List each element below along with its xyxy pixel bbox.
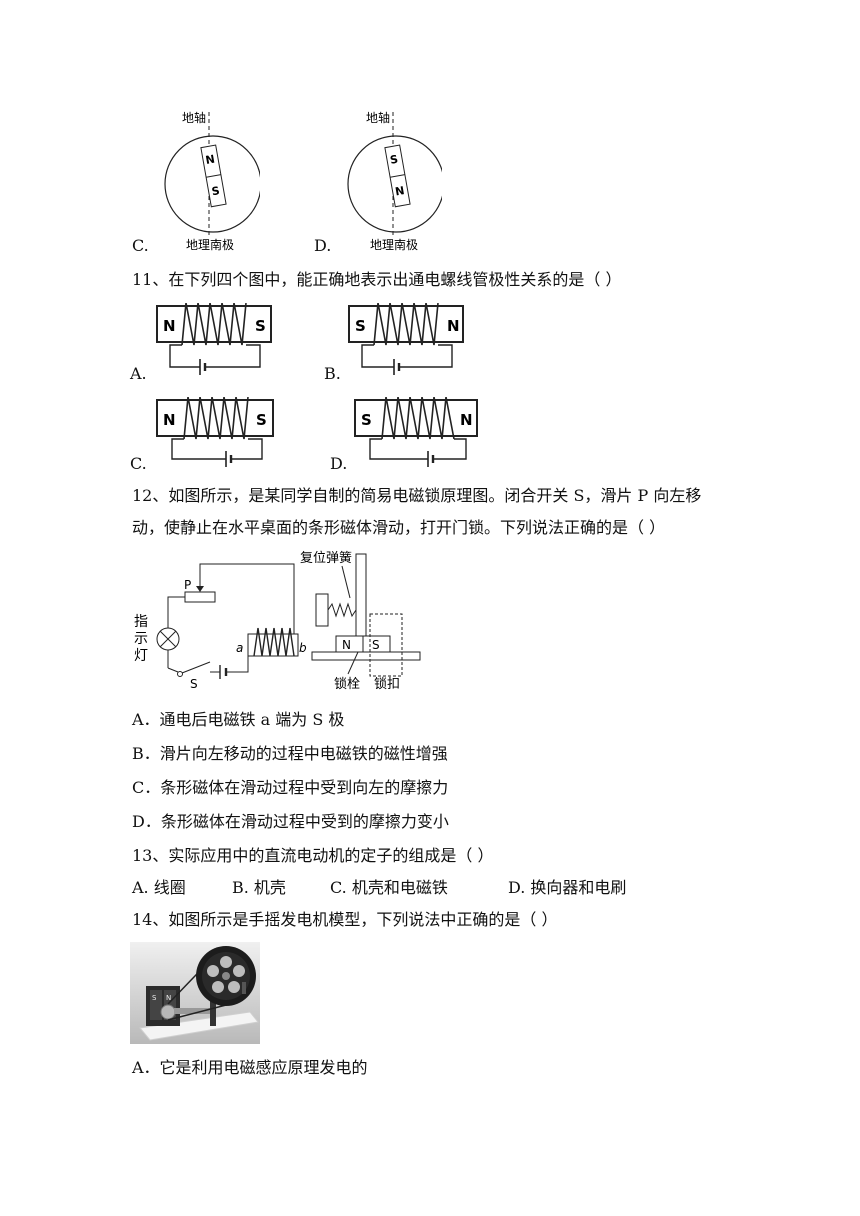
needle-bottom-label: S — [211, 184, 221, 198]
q12-option-a: A．通电后电磁铁 a 端为 S 极 — [132, 710, 345, 729]
svg-text:S: S — [355, 317, 366, 335]
svg-text:b: b — [299, 641, 307, 655]
svg-text:灯: 灯 — [134, 648, 148, 664]
svg-text:复位弹簧: 复位弹簧 — [300, 550, 352, 566]
svg-text:N: N — [460, 411, 473, 429]
svg-text:N: N — [342, 638, 351, 652]
svg-text:P: P — [184, 578, 191, 592]
q13-stem: 13、实际应用中的直流电动机的定子的组成是（ ） — [132, 846, 494, 865]
q11-figure-c: N S — [156, 397, 274, 467]
q10-option-d-label: D. — [314, 236, 332, 255]
svg-text:N: N — [447, 317, 460, 335]
hand-generator-photo: S N — [130, 942, 260, 1044]
needle-top-label: N — [205, 153, 216, 167]
q10-figure-c: 地轴 N S 地理南极 — [164, 110, 260, 252]
q12-option-b: B．滑片向左移动的过程中电磁铁的磁性增强 — [132, 744, 448, 763]
q10-option-c-label: C. — [132, 236, 149, 255]
magnet-s-label: S — [152, 994, 157, 1002]
south-pole-label: 地理南极 — [186, 237, 234, 252]
q11-option-d-label: D. — [330, 454, 348, 473]
q13-option-c: C. 机壳和电磁铁 — [330, 878, 448, 897]
q12-stem-line-1: 12、如图所示，是某同学自制的简易电磁锁原理图。闭合开关 S，滑片 P 向左移 — [132, 486, 702, 505]
svg-text:指: 指 — [134, 614, 148, 630]
svg-text:N: N — [163, 411, 176, 429]
q12-option-d: D．条形磁体在滑动过程中受到的摩擦力变小 — [132, 812, 449, 831]
q14-option-a: A．它是利用电磁感应原理发电的 — [132, 1058, 368, 1077]
svg-text:a: a — [236, 641, 243, 655]
svg-text:S: S — [361, 411, 372, 429]
svg-text:S: S — [256, 411, 267, 429]
q14-stem: 14、如图所示是手摇发电机模型，下列说法中正确的是（ ） — [132, 910, 558, 929]
q11-option-b-label: B. — [324, 364, 341, 383]
svg-text:锁扣: 锁扣 — [374, 676, 400, 692]
q11-figure-a: N S — [156, 303, 272, 375]
q11-figure-b: S N — [348, 303, 464, 375]
svg-text:S: S — [372, 638, 380, 652]
axis-label: 地轴 — [366, 110, 390, 125]
q13-option-d: D. 换向器和电刷 — [508, 878, 627, 897]
q12-circuit-diagram: P 指 示 灯 S a b 复位弹簧 N S 锁栓 锁扣 — [134, 550, 421, 692]
svg-text:锁栓: 锁栓 — [334, 676, 360, 692]
svg-text:S: S — [190, 677, 198, 691]
q11-figure-d: S N — [354, 397, 478, 467]
q10-figure-d: 地轴 S N 地理南极 — [347, 110, 442, 252]
q13-option-b: B. 机壳 — [232, 878, 286, 897]
needle-top-label: S — [389, 153, 399, 167]
svg-text:N: N — [163, 317, 176, 335]
q12-stem-line-2: 动，使静止在水平桌面的条形磁体滑动，打开门锁。下列说法正确的是（ ） — [132, 518, 666, 537]
south-pole-label: 地理南极 — [370, 237, 418, 252]
q11-option-a-label: A. — [130, 364, 147, 383]
magnet-n-label: N — [166, 994, 171, 1002]
needle-bottom-label: N — [394, 184, 405, 198]
svg-text:S: S — [255, 317, 266, 335]
q11-stem: 11、在下列四个图中，能正确地表示出通电螺线管极性关系的是（ ） — [132, 270, 622, 289]
axis-label: 地轴 — [182, 110, 206, 125]
q13-option-a: A. 线圈 — [132, 878, 186, 897]
q11-option-c-label: C. — [130, 454, 147, 473]
svg-text:示: 示 — [134, 631, 148, 647]
q12-option-c: C．条形磁体在滑动过程中受到向左的摩擦力 — [132, 778, 449, 797]
